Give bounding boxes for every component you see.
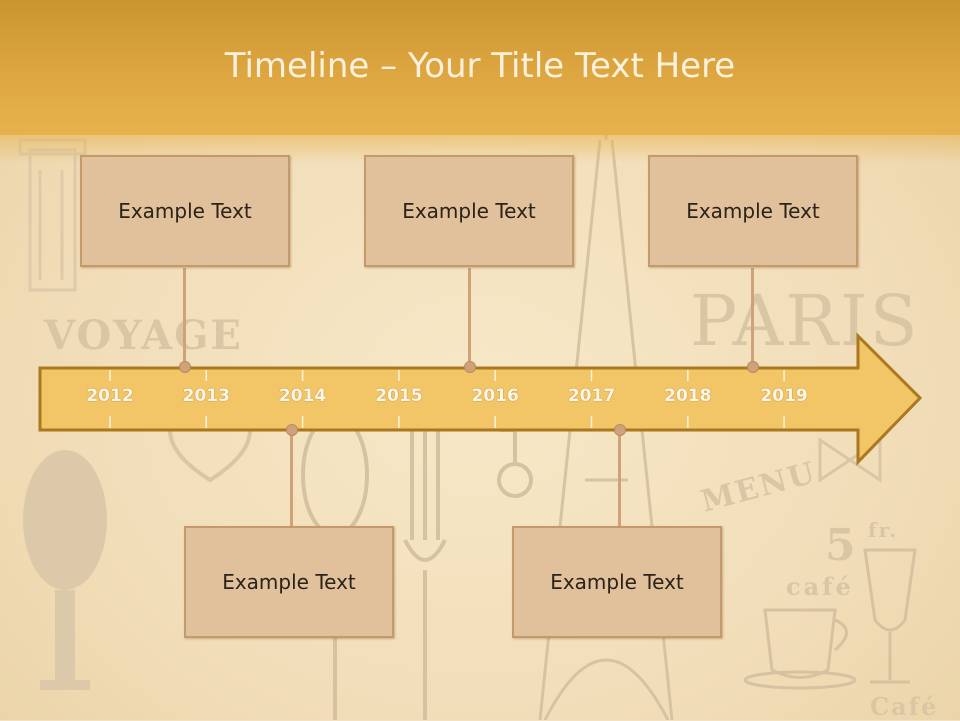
event-box-top-2[interactable]: Example Text (364, 155, 574, 267)
event-box-top-3[interactable]: Example Text (648, 155, 858, 267)
connector-dot (464, 361, 476, 373)
connector-line (468, 268, 471, 366)
title-header-bar (0, 0, 960, 135)
fork-illustration (403, 430, 447, 720)
voyage-art-text: VOYAGE (44, 312, 243, 359)
timeline-year-label: 2019 (760, 386, 808, 406)
timeline-year-label: 2015 (375, 386, 423, 406)
timeline-ticks (109, 370, 785, 428)
price-five-art-text: 5 (825, 520, 858, 571)
connector-line (751, 268, 754, 366)
slide-title: Timeline – Your Title Text Here (224, 46, 736, 86)
cafe-small-art-text: café (786, 572, 854, 601)
connector-dot (747, 361, 759, 373)
event-box-top-1[interactable]: Example Text (80, 155, 290, 267)
coffee-cup-illustration (743, 608, 857, 690)
event-box-bottom-1[interactable]: Example Text (184, 526, 394, 638)
cafe-large-art-text: Café (870, 692, 939, 721)
timeline-year-label: 2014 (278, 386, 327, 406)
timeline-arrow-shape (38, 332, 923, 466)
timeline-year-label: 2018 (664, 386, 712, 406)
price-fr-art-text: fr. (868, 518, 899, 542)
dress-form-illustration (23, 450, 107, 690)
timeline-year-label: 2016 (471, 386, 519, 406)
connector-line (183, 268, 186, 366)
timeline-year-label: 2012 (86, 386, 134, 406)
timeline-year-label: 2013 (182, 386, 230, 406)
connector-line (290, 430, 293, 528)
connector-dot (179, 361, 191, 373)
timeline-year-label: 2017 (567, 386, 616, 406)
paris-art-text: PARIS (690, 280, 920, 362)
connector-line (618, 430, 621, 528)
connector-dot (614, 424, 626, 436)
event-box-bottom-2[interactable]: Example Text (512, 526, 722, 638)
wine-glass-illustration (863, 548, 917, 684)
connector-dot (286, 424, 298, 436)
